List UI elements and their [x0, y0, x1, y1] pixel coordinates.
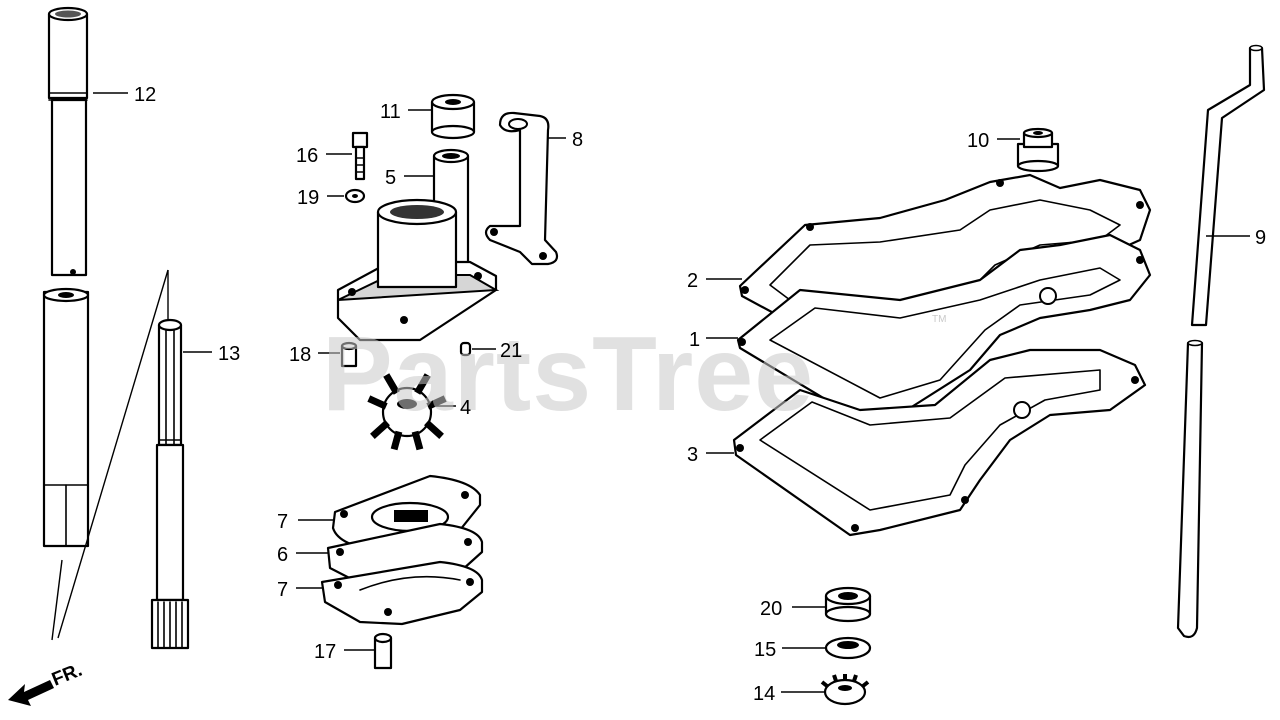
leader-lines [93, 92, 1250, 693]
part-20-bearing[interactable] [824, 586, 872, 623]
callout-3[interactable]: 3 [687, 444, 698, 466]
part-16-bolt[interactable] [351, 131, 369, 181]
callout-20[interactable]: 20 [760, 598, 782, 620]
guide-line [51, 559, 63, 641]
callout-6[interactable]: 6 [277, 544, 288, 566]
callout-7-lower[interactable]: 7 [277, 579, 288, 601]
callout-18[interactable]: 18 [289, 344, 311, 366]
watermark-trademark: TM [932, 314, 946, 325]
front-direction-label: FR. [49, 660, 85, 691]
part-18-pin[interactable] [340, 341, 358, 368]
callout-19[interactable]: 19 [297, 187, 319, 209]
part-15-washer[interactable] [824, 636, 872, 660]
callout-13[interactable]: 13 [218, 343, 240, 365]
part-4-impeller[interactable] [367, 373, 447, 451]
part-21-pin[interactable] [459, 341, 472, 357]
callout-11[interactable]: 11 [380, 101, 401, 123]
callout-15[interactable]: 15 [754, 639, 776, 661]
part-17-dowel[interactable] [373, 632, 393, 670]
water-pump-housing[interactable] [336, 198, 500, 342]
callout-4[interactable]: 4 [460, 397, 471, 419]
part-10-grommet[interactable] [1016, 127, 1060, 173]
callout-17[interactable]: 17 [314, 641, 336, 663]
callout-5[interactable]: 5 [385, 167, 396, 189]
part-12-tube[interactable] [47, 6, 89, 277]
watermark: PartsTree [322, 315, 814, 433]
callout-14[interactable]: 14 [753, 683, 775, 705]
callout-2[interactable]: 2 [687, 270, 698, 292]
callout-8[interactable]: 8 [572, 129, 583, 151]
part-3-gasket[interactable] [732, 348, 1147, 537]
part-8-bracket[interactable] [484, 111, 559, 266]
callout-labels: 12 13 11 16 19 5 8 18 21 4 7 6 7 17 10 2… [134, 84, 1266, 705]
part-12-lower-shaft[interactable] [42, 287, 90, 548]
callout-16[interactable]: 16 [296, 145, 318, 167]
part-14-gear[interactable] [820, 674, 870, 706]
callout-7-upper[interactable]: 7 [277, 511, 288, 533]
callout-12[interactable]: 12 [134, 84, 156, 106]
callout-9[interactable]: 9 [1255, 227, 1266, 249]
part-19-washer[interactable] [344, 188, 366, 204]
front-direction-arrow: FR. [8, 660, 85, 706]
part-13-drive-shaft[interactable] [150, 318, 190, 650]
callout-1[interactable]: 1 [689, 329, 700, 351]
guide-line [57, 269, 169, 639]
part-11-collar[interactable] [430, 93, 476, 140]
callout-21[interactable]: 21 [500, 340, 522, 362]
part-9-rod[interactable] [1176, 44, 1266, 639]
part-7-lower-gasket[interactable] [320, 560, 484, 626]
callout-10[interactable]: 10 [967, 130, 989, 152]
